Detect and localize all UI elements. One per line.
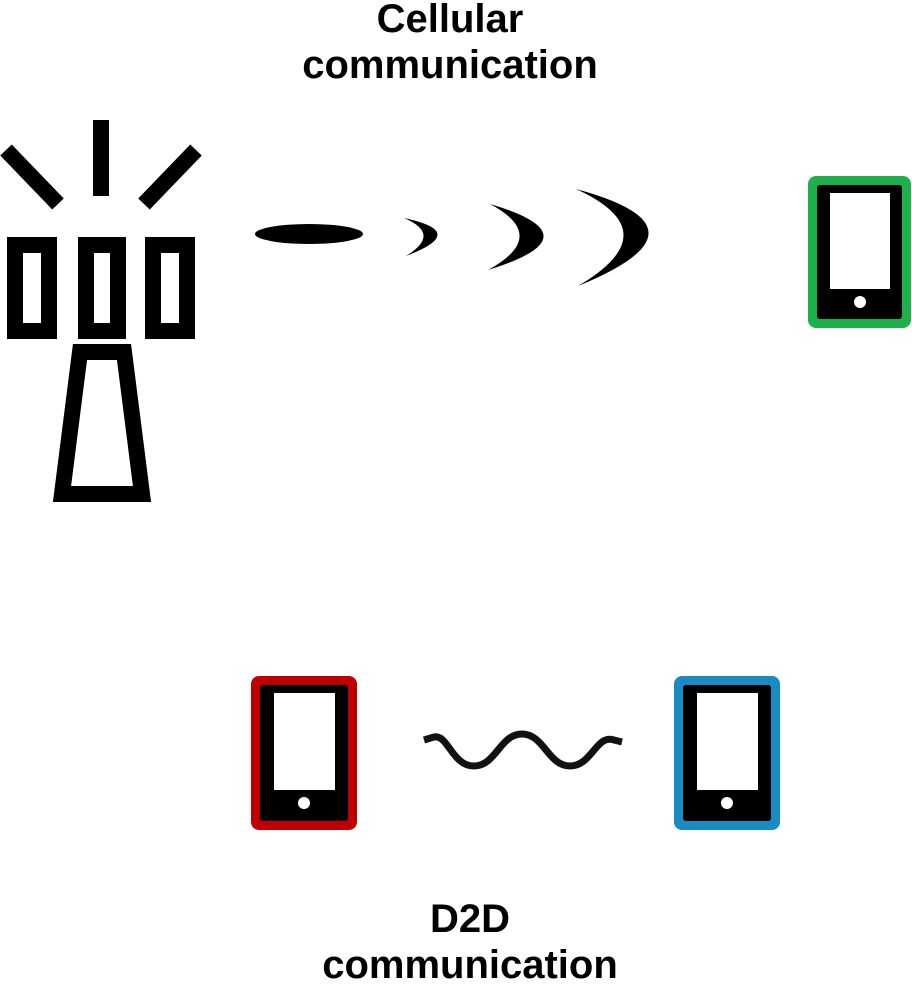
signal-arc-3 <box>576 189 649 286</box>
d2d-communication-label: D2D communication <box>80 896 860 988</box>
d2d-label-line2: communication <box>322 943 618 987</box>
radio-wave-icon <box>255 189 649 286</box>
d2d-phone-right-icon <box>674 676 780 830</box>
signal-dash <box>255 224 363 244</box>
signal-arc-2 <box>488 204 544 270</box>
signal-arc-1 <box>404 218 438 256</box>
cellular-phone-icon <box>808 176 911 328</box>
cell-tower-icon <box>0 120 202 502</box>
d2d-label-line1: D2D <box>429 897 511 941</box>
cellular-label-line1: Cellular <box>376 0 524 41</box>
cellular-label-line2: communication <box>302 43 598 87</box>
sine-wave-icon <box>422 730 623 770</box>
cellular-communication-label: Cellular communication <box>60 0 840 88</box>
d2d-phone-left-icon <box>251 676 357 830</box>
